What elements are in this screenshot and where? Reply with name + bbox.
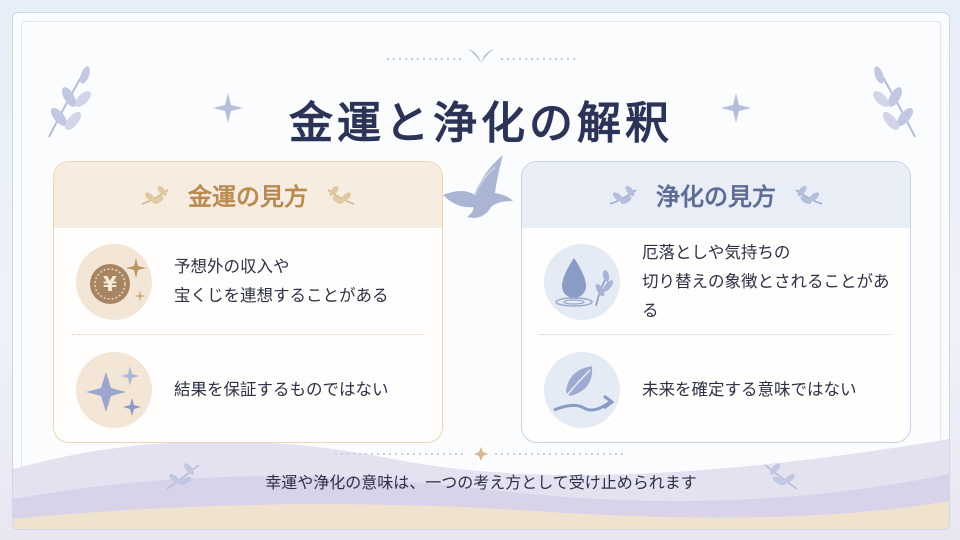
- footer-note: 幸運や浄化の意味は、一つの考え方として受け止められます: [265, 473, 697, 492]
- leaf-sprig-icon: [48, 66, 91, 138]
- dotted-divider: [72, 334, 424, 335]
- purification-panel-header: 浄化の見方: [522, 162, 910, 228]
- list-item: ¥ 予想外の収入や 宝くじを連想することがある: [54, 228, 442, 334]
- leaf-sprig-icon: [609, 185, 637, 205]
- page-title: 金運と浄化の解釈: [289, 98, 673, 149]
- icon-circle: [76, 352, 152, 428]
- item-line: 予想外の収入や: [174, 257, 290, 276]
- money-fortune-panel: 金運の見方 ¥ 予想: [53, 161, 443, 443]
- yen-coin-icon: ¥: [90, 258, 146, 304]
- item-text: 厄落としや気持ちの 切り替えの象徴とされることがある: [642, 228, 892, 334]
- list-item: 結果を保証するものではない: [54, 336, 442, 442]
- money-panel-header: 金運の見方: [54, 162, 442, 228]
- sparkles-icon: [86, 366, 141, 416]
- icon-circle: [544, 244, 620, 320]
- leaf-sprig-icon: [166, 463, 200, 490]
- leaf-sprig-icon: [764, 463, 798, 490]
- water-drop-icon: [555, 258, 614, 307]
- background-hills: [13, 439, 949, 529]
- icon-circle: ¥: [76, 244, 152, 320]
- item-line: 結果を保証するものではない: [174, 379, 389, 399]
- item-text: 未来を確定する意味ではない: [642, 336, 892, 442]
- item-line: 宝くじを連想することがある: [174, 286, 389, 305]
- sparkle-icon: [721, 93, 751, 123]
- sparkle-icon: [213, 93, 243, 123]
- footer-ornament: [335, 447, 627, 461]
- dotted-divider: [540, 334, 892, 335]
- list-item: 未来を確定する意味ではない: [522, 336, 910, 442]
- money-panel-heading: 金運の見方: [188, 181, 308, 211]
- leaf-sprig-icon: [327, 185, 355, 205]
- top-ornament: [387, 49, 575, 63]
- purification-panel-heading: 浄化の見方: [656, 181, 776, 211]
- icon-circle: [544, 352, 620, 428]
- item-line: 切り替えの象徴とされることがある: [642, 271, 890, 320]
- dove-icon: [443, 155, 513, 218]
- leaf-sprig-icon: [795, 185, 823, 205]
- purification-panel: 浄化の見方: [521, 161, 911, 443]
- svg-text:¥: ¥: [103, 272, 117, 296]
- leaf-sprig-icon: [873, 66, 916, 138]
- item-text: 結果を保証するものではない: [174, 336, 424, 442]
- item-text: 予想外の収入や 宝くじを連想することがある: [174, 228, 424, 334]
- item-line: 厄落としや気持ちの: [642, 242, 791, 262]
- list-item: 厄落としや気持ちの 切り替えの象徴とされることがある: [522, 228, 910, 334]
- leaf-arrow-icon: [553, 366, 615, 412]
- slide-frame: 金運と浄化の解釈 金運の見方: [12, 12, 950, 530]
- leaf-sprig-icon: [141, 185, 169, 205]
- item-line: 未来を確定する意味ではない: [642, 379, 857, 399]
